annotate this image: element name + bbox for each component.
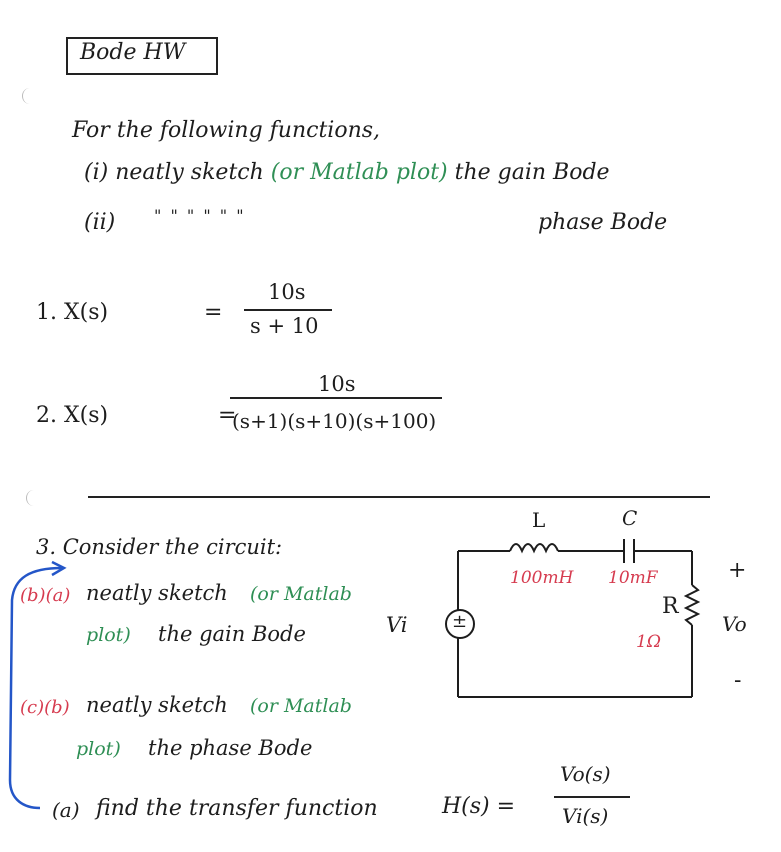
item-b-markers: (b)(a) — [20, 585, 71, 606]
item-b-line2: the gain Bode — [158, 622, 306, 646]
output-minus-sign: - — [734, 668, 742, 693]
resistor-value: 1Ω — [636, 632, 661, 652]
page-title: Bode HW — [80, 40, 186, 65]
problem-2-fraction-bar — [230, 397, 442, 399]
intro-line-1: For the following functions, — [72, 118, 381, 143]
inductor-value: 100mH — [510, 568, 574, 588]
resistor-label: R — [662, 594, 679, 619]
intro-line-3-prefix: (ii) — [84, 210, 116, 235]
item-b-line1: neatly sketch — [86, 581, 228, 605]
intro-line-2-prefix: (i) neatly sketch — [84, 160, 264, 185]
transfer-function-lhs: H(s) = — [442, 794, 516, 819]
intro-line-3-ditto: " " " " " " — [154, 206, 246, 225]
problem-2-equals: = — [218, 403, 237, 428]
resistor — [683, 584, 701, 626]
capacitor-label: C — [622, 506, 638, 530]
item-b-plot: plot) — [86, 624, 131, 646]
problem-1-fraction-bar — [244, 309, 332, 311]
output-voltage-label: Vo — [722, 612, 747, 636]
problem-2-denominator: (s+1)(s+10)(s+100) — [232, 409, 437, 433]
problem-1-equals: = — [204, 300, 223, 325]
inductor-label: L — [532, 508, 546, 532]
margin-mark — [22, 88, 37, 104]
item-a-text: find the transfer function — [96, 796, 378, 821]
problem-1-denominator: s + 10 — [250, 314, 319, 338]
margin-mark — [26, 490, 41, 506]
item-c-line2: the phase Bode — [148, 736, 313, 760]
transfer-function-numerator: Vo(s) — [560, 762, 611, 786]
section-divider — [88, 496, 710, 498]
title-box — [66, 37, 218, 75]
item-c-markers: (c)(b) — [20, 697, 70, 718]
problem-2-numerator: 10s — [318, 372, 356, 396]
problem-2-label: 2. X(s) — [36, 403, 109, 428]
transfer-function-denominator: Vi(s) — [562, 804, 609, 828]
intro-line-2: (i) neatly sketch (or Matlab plot) the g… — [84, 160, 610, 185]
voltage-source — [445, 609, 475, 639]
item-c-line1: neatly sketch — [86, 693, 228, 717]
item-c-plot: plot) — [76, 738, 121, 760]
item-c-matlab: (or Matlab — [250, 695, 352, 717]
transfer-function-bar — [554, 796, 630, 798]
item-b-matlab: (or Matlab — [250, 583, 352, 605]
problem-1-label: 1. X(s) — [36, 300, 109, 325]
problem-3-intro: 3. Consider the circuit: — [36, 535, 283, 559]
inductor — [509, 543, 559, 554]
problem-1-numerator: 10s — [268, 280, 306, 304]
input-voltage-label: Vi — [386, 613, 408, 637]
source-polarity: ± — [452, 611, 468, 632]
intro-line-2-matlab: (or Matlab plot) — [270, 160, 448, 185]
intro-line-2-suffix: the gain Bode — [454, 160, 610, 185]
output-plus-sign: + — [728, 558, 747, 583]
capacitor-value: 10mF — [608, 568, 658, 588]
intro-line-3-suffix: phase Bode — [538, 210, 668, 235]
item-a-marker: (a) — [52, 798, 80, 822]
intro-line-3: (ii) " " " " " " phase Bode — [84, 206, 704, 235]
